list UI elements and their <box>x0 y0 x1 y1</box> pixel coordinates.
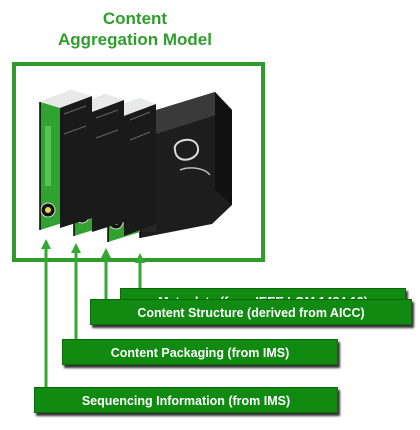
diagram-title: Content Aggregation Model <box>0 8 270 50</box>
title-line-1: Content <box>102 9 168 28</box>
arrow-sequencing <box>34 239 51 402</box>
arrow-packaging <box>62 243 81 354</box>
arrow-metadata <box>120 253 145 292</box>
binder-green-icon <box>39 90 92 230</box>
label-content-packaging: Content Packaging (from IMS) <box>62 339 338 365</box>
label-content-structure: Content Structure (derived from AICC) <box>90 299 412 325</box>
binder-black-icon <box>139 92 232 238</box>
label-sequencing: Sequencing Information (from IMS) <box>34 387 338 413</box>
title-line-2: Aggregation Model <box>58 30 212 49</box>
